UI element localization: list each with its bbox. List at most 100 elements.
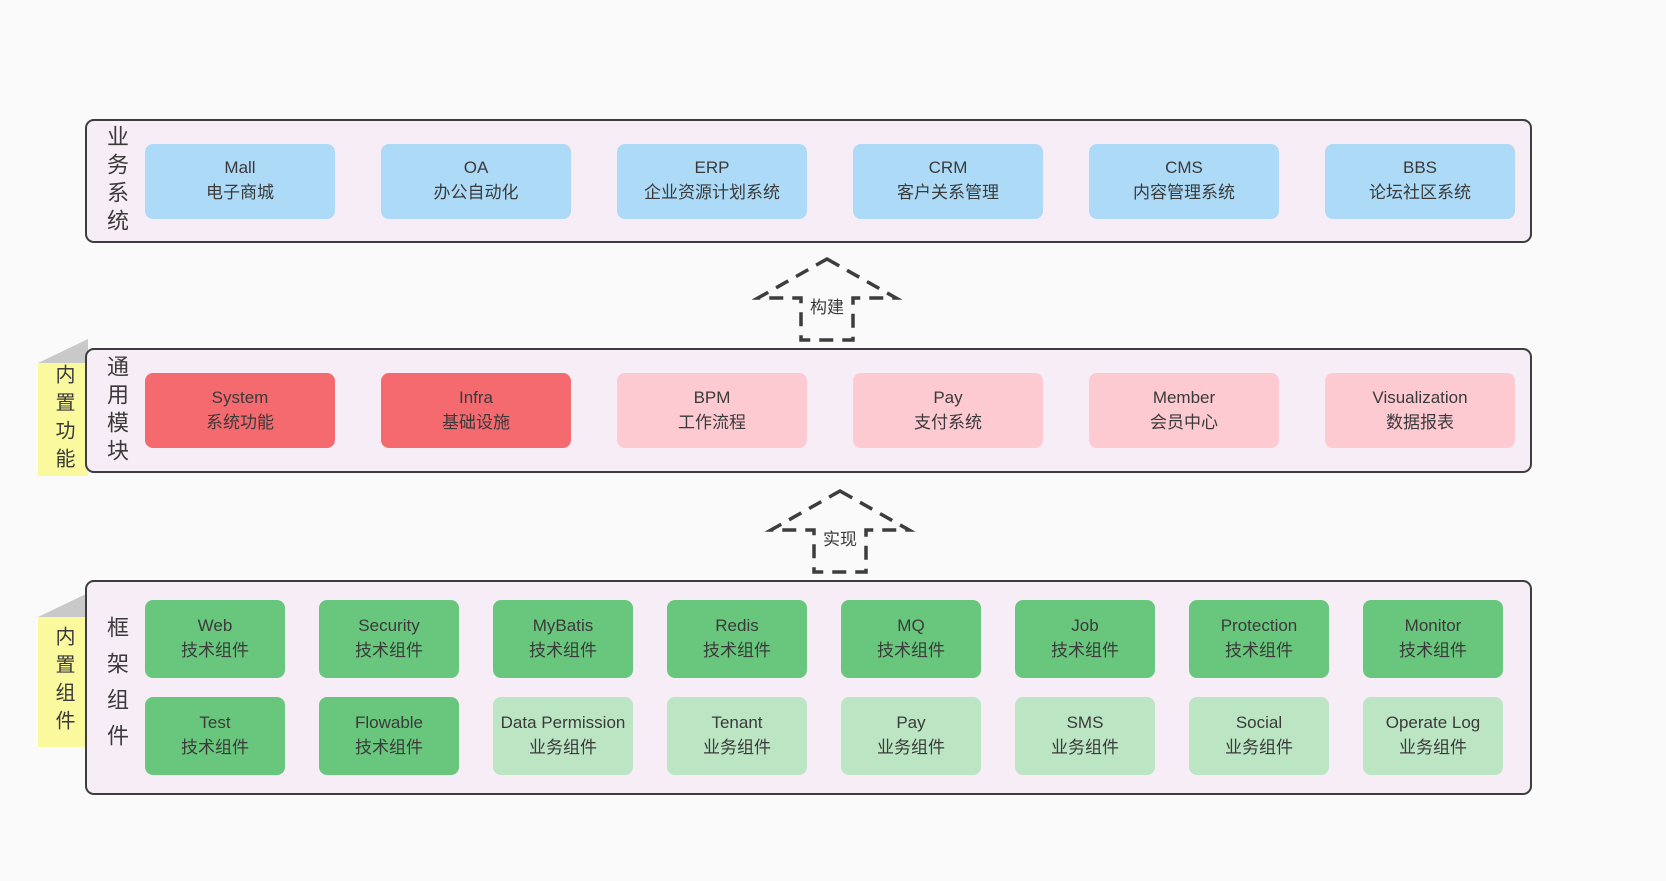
band-label: 通用模块 bbox=[104, 354, 129, 467]
box-title: Tenant bbox=[711, 713, 763, 733]
box-title: System bbox=[211, 387, 269, 407]
box-title: Monitor bbox=[1404, 616, 1462, 636]
box-subtitle: 技术组件 bbox=[877, 641, 945, 660]
box-visualization: Visualization 数据报表 bbox=[1325, 373, 1515, 448]
box-subtitle: 企业资源计划系统 bbox=[644, 183, 780, 202]
box-subtitle: 业务组件 bbox=[1051, 738, 1119, 757]
box-subtitle: 技术组件 bbox=[181, 738, 249, 757]
box-pay: Pay 支付系统 bbox=[853, 373, 1043, 448]
box-cms: CMS 内容管理系统 bbox=[1089, 143, 1279, 219]
box-title: Infra bbox=[458, 387, 494, 407]
box-subtitle: 技术组件 bbox=[529, 641, 597, 660]
sticky-built-in-features: 内置功能 bbox=[38, 339, 88, 476]
arrow-build: 构建 bbox=[752, 256, 902, 344]
box-subtitle: 技术组件 bbox=[1051, 641, 1119, 660]
band-label: 业务系统 bbox=[104, 125, 129, 237]
box-crm: CRM 客户关系管理 bbox=[853, 143, 1043, 219]
arrow-label: 构建 bbox=[807, 292, 847, 319]
box-subtitle: 业务组件 bbox=[529, 738, 597, 757]
box-title: MQ bbox=[897, 616, 925, 636]
box-title: Mall bbox=[224, 158, 256, 178]
box-title: Social bbox=[1235, 713, 1283, 733]
box-mybatis: MyBatis 技术组件 bbox=[493, 600, 633, 678]
box-mall: Mall 电子商城 bbox=[145, 143, 335, 219]
box-title: Flowable bbox=[354, 713, 424, 733]
box-web: Web 技术组件 bbox=[145, 600, 285, 678]
box-subtitle: 论坛社区系统 bbox=[1369, 183, 1471, 202]
box-subtitle: 业务组件 bbox=[1225, 738, 1293, 757]
box-subtitle: 业务组件 bbox=[703, 738, 771, 757]
framework-components-grid: Web 技术组件 Security 技术组件 MyBatis 技术组件 Redi… bbox=[145, 600, 1503, 775]
box-job: Job 技术组件 bbox=[1015, 600, 1155, 678]
box-subtitle: 内容管理系统 bbox=[1133, 183, 1235, 202]
box-title: Security bbox=[358, 616, 420, 636]
box-subtitle: 技术组件 bbox=[1399, 641, 1467, 660]
box-sms: SMS 业务组件 bbox=[1015, 697, 1155, 775]
sticky-built-in-components: 内置组件 bbox=[38, 593, 88, 747]
box-subtitle: 会员中心 bbox=[1150, 412, 1218, 432]
box-title: CMS bbox=[1165, 158, 1203, 178]
box-subtitle: 业务组件 bbox=[1399, 738, 1467, 757]
band-label-column: 通用模块 bbox=[87, 355, 145, 467]
box-subtitle: 技术组件 bbox=[703, 641, 771, 660]
box-title: Test bbox=[199, 713, 231, 733]
box-subtitle: 技术组件 bbox=[355, 738, 423, 757]
box-bpm: BPM 工作流程 bbox=[617, 373, 807, 448]
box-title: Member bbox=[1152, 387, 1216, 407]
box-flowable: Flowable 技术组件 bbox=[319, 697, 459, 775]
box-member: Member 会员中心 bbox=[1089, 373, 1279, 448]
box-title: SMS bbox=[1066, 713, 1104, 733]
sticky-label: 内置功能 bbox=[52, 363, 74, 476]
arrow-implement: 实现 bbox=[765, 488, 915, 576]
box-data-permission: Data Permission 业务组件 bbox=[493, 697, 633, 775]
box-protection: Protection 技术组件 bbox=[1189, 600, 1329, 678]
business-systems-row: Mall 电子商城 OA 办公自动化 ERP 企业资源计划系统 CRM 客户关系… bbox=[145, 143, 1515, 219]
band-business-systems: 业务系统 Mall 电子商城 OA 办公自动化 ERP 企业资源计划系统 CRM… bbox=[85, 119, 1532, 243]
box-title: BPM bbox=[693, 387, 731, 407]
box-title: Protection bbox=[1220, 616, 1298, 636]
box-test: Test 技术组件 bbox=[145, 697, 285, 775]
band-label-column: 框架组件 bbox=[87, 616, 145, 760]
arrow-label: 实现 bbox=[820, 524, 860, 551]
box-title: Web bbox=[197, 616, 233, 636]
box-title: Pay bbox=[896, 713, 926, 733]
box-title: Visualization bbox=[1372, 387, 1468, 407]
common-modules-row: System 系统功能 Infra 基础设施 BPM 工作流程 Pay 支付系统… bbox=[145, 373, 1515, 448]
box-title: CRM bbox=[928, 158, 968, 178]
box-title: Pay bbox=[933, 387, 963, 407]
box-subtitle: 工作流程 bbox=[678, 412, 746, 432]
box-oa: OA 办公自动化 bbox=[381, 143, 571, 219]
box-pay-business: Pay 业务组件 bbox=[841, 697, 981, 775]
box-subtitle: 技术组件 bbox=[1225, 641, 1293, 660]
sticky-fold-corner-icon bbox=[38, 593, 88, 617]
box-subtitle: 技术组件 bbox=[181, 641, 249, 660]
box-subtitle: 支付系统 bbox=[914, 412, 982, 432]
box-tenant: Tenant 业务组件 bbox=[667, 697, 807, 775]
sticky-label: 内置组件 bbox=[52, 626, 74, 738]
box-social: Social 业务组件 bbox=[1189, 697, 1329, 775]
box-title: Redis bbox=[715, 616, 759, 636]
box-subtitle: 数据报表 bbox=[1386, 412, 1454, 432]
box-subtitle: 电子商城 bbox=[206, 183, 274, 202]
box-subtitle: 办公自动化 bbox=[433, 183, 519, 202]
box-title: MyBatis bbox=[532, 616, 594, 636]
box-title: Operate Log bbox=[1385, 713, 1481, 733]
sticky-fold-corner-icon bbox=[38, 339, 88, 363]
box-subtitle: 业务组件 bbox=[877, 738, 945, 757]
band-framework-components: 框架组件 Web 技术组件 Security 技术组件 MyBatis 技术组件… bbox=[85, 580, 1532, 795]
box-erp: ERP 企业资源计划系统 bbox=[617, 143, 807, 219]
box-title: BBS bbox=[1402, 158, 1438, 178]
box-mq: MQ 技术组件 bbox=[841, 600, 981, 678]
box-subtitle: 技术组件 bbox=[355, 641, 423, 660]
box-security: Security 技术组件 bbox=[319, 600, 459, 678]
band-label: 框架组件 bbox=[104, 615, 129, 760]
box-subtitle: 客户关系管理 bbox=[897, 183, 999, 202]
box-monitor: Monitor 技术组件 bbox=[1363, 600, 1503, 678]
box-title: Data Permission bbox=[500, 713, 626, 733]
box-title: ERP bbox=[694, 158, 730, 178]
box-subtitle: 基础设施 bbox=[442, 412, 510, 432]
band-common-modules: 通用模块 System 系统功能 Infra 基础设施 BPM 工作流程 Pay… bbox=[85, 348, 1532, 473]
box-infra: Infra 基础设施 bbox=[381, 373, 571, 448]
box-subtitle: 系统功能 bbox=[206, 412, 274, 432]
box-redis: Redis 技术组件 bbox=[667, 600, 807, 678]
